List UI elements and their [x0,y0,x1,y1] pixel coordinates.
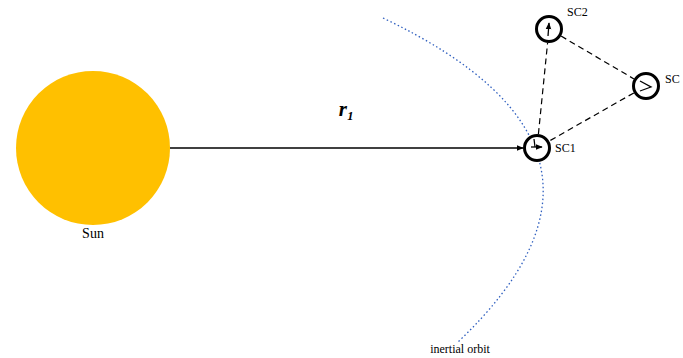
node-label: Sun [82,226,104,241]
dashed-link [538,43,547,134]
attitude-arrow [640,81,651,91]
node-outline [16,71,170,225]
sun-body [16,71,170,225]
node-label: SC2 [567,6,588,19]
node-label: SC [665,73,680,86]
node-label: SC1 [555,142,576,155]
orbit-label: inertial orbit [430,343,490,356]
position-vector [170,147,523,149]
attitude-arrow [534,139,535,147]
node-outline [632,72,660,100]
dashed-link [561,36,634,79]
node-outline [535,15,563,43]
sun-body: Sun [16,71,170,225]
orbit-arc [383,18,543,342]
spacecraft-circle: SC2 [535,15,563,43]
attitude-arrow [548,23,549,36]
vector-symbol: r₁ [339,98,355,121]
spacecraft-circle: SC1 [523,134,551,162]
node-outline [523,134,551,162]
spacecraft-circle [537,17,562,42]
spacecraft-circle [525,136,550,161]
spacecraft-circle: SC [632,72,660,100]
dashed-link [549,93,634,141]
attitude-arrow [531,146,542,147]
spacecraft-circle [634,74,659,99]
